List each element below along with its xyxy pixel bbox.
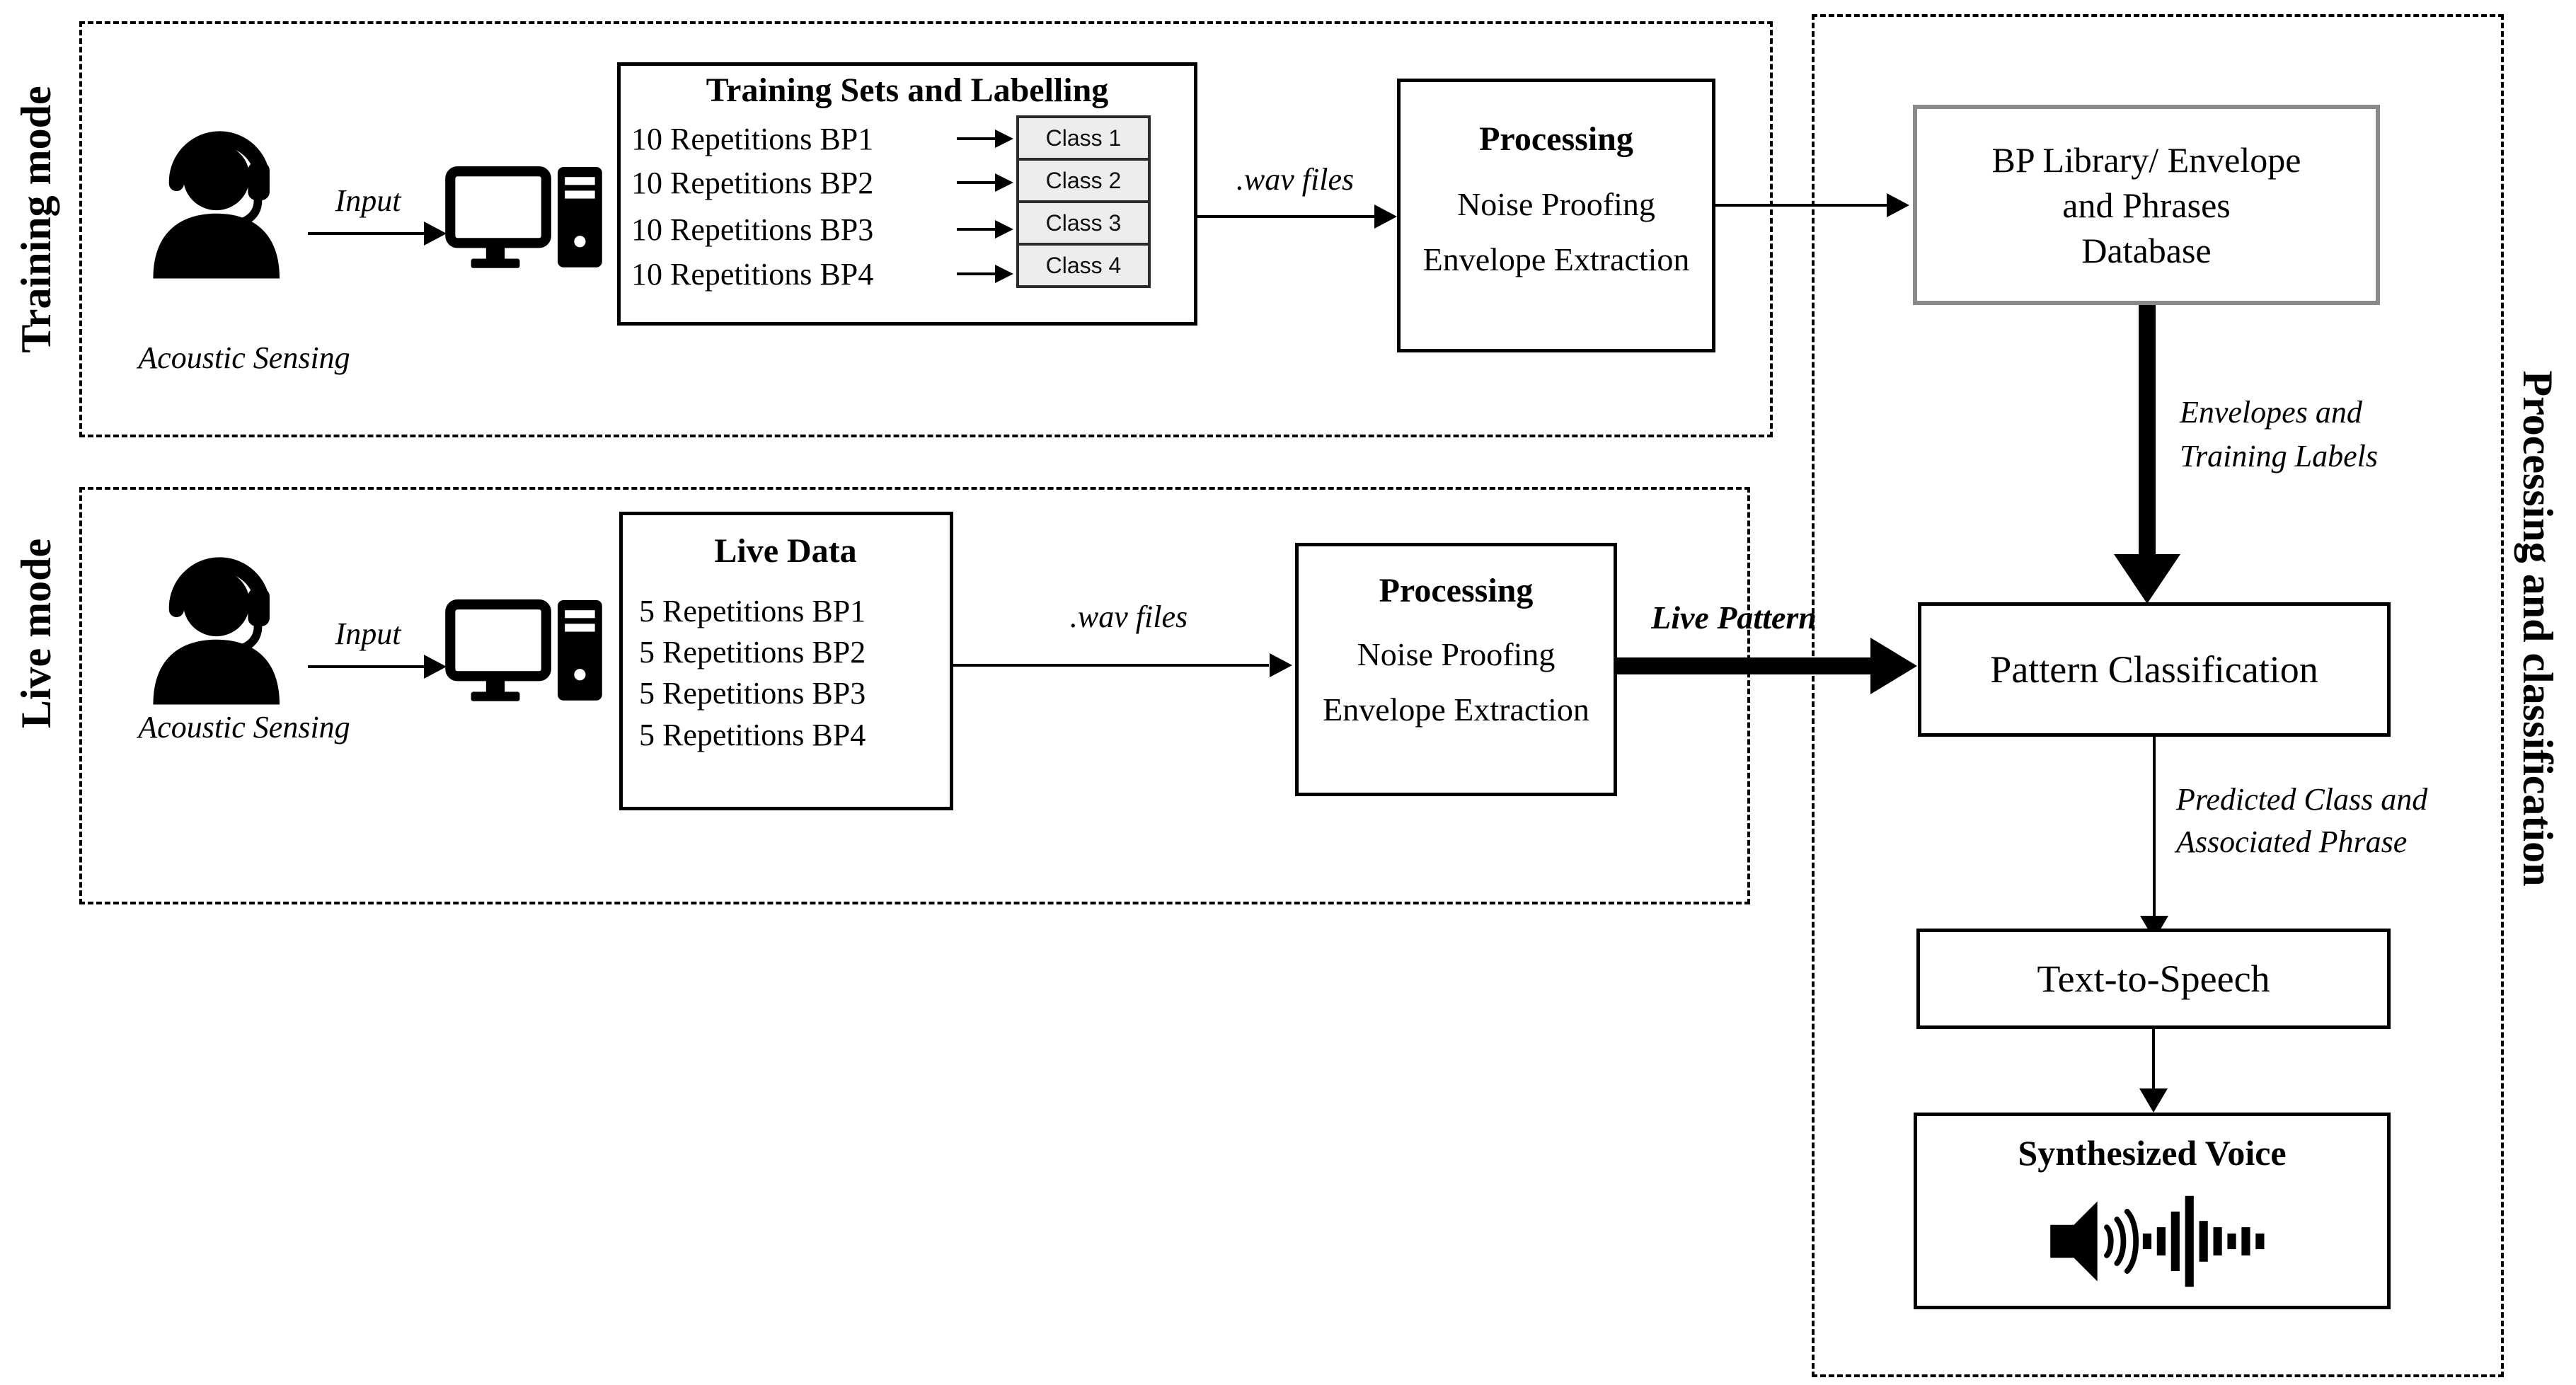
wav-files-label-live: .wav files [1069,599,1188,634]
live-row-2: 5 Repetitions BP2 [639,634,866,669]
to-bp-library-line [1715,204,1887,207]
live-data-box [619,512,953,810]
training-row-2: 10 Repetitions BP2 [631,165,874,200]
person-headset-icon-live [142,541,308,711]
processing-title-live: Processing [1379,571,1534,609]
input-arrow-line [308,232,427,235]
class-stack: Class 1 Class 2 Class 3 Class 4 [1016,115,1151,288]
live-mode-region [79,487,1750,904]
live-data-title: Live Data [714,531,857,570]
envelopes-label-line2: Training Labels [2180,438,2378,473]
processing-classification-region [1812,14,2504,1377]
person-headset-icon [142,115,308,285]
training-row-1: 10 Repetitions BP1 [631,121,874,156]
class-arrow-line-4 [957,272,996,275]
input-arrow-line-live [308,665,427,668]
class-arrow-head-3 [995,220,1013,239]
class-3-cell: Class 3 [1016,200,1151,246]
bp-library-line1: BP Library/ Envelope [1991,139,2301,180]
class-1-cell: Class 1 [1016,115,1151,161]
class-arrow-head-2 [995,173,1013,192]
tts-arrow-head [2139,1088,2168,1113]
synthesized-voice-title: Synthesized Voice [2018,1133,2287,1173]
class-arrow-head-1 [995,130,1013,148]
processing-title-training: Processing [1479,120,1633,158]
live-row-1: 5 Repetitions BP1 [639,593,866,628]
class-arrow-line-2 [957,181,996,184]
predicted-label-line2: Associated Phrase [2176,824,2408,859]
bp-library-line2: and Phrases [2062,185,2231,225]
envelope-extraction-training: Envelope Extraction [1422,241,1690,277]
class-4-cell: Class 4 [1016,243,1151,288]
bp-library-line3: Database [2081,230,2212,270]
text-to-speech-box: Text-to-Speech [1916,929,2391,1029]
envelopes-arrow-shaft [2139,305,2156,554]
training-mode-label: Training mode [13,86,59,353]
wav-files-label-training: .wav files [1236,161,1355,197]
wav-arrow-head-live [1270,653,1292,677]
acoustic-sensing-label-live: Acoustic Sensing [138,709,350,745]
desktop-computer-icon [444,164,606,286]
pattern-classification-box: Pattern Classification [1918,602,2391,737]
envelopes-arrow-head [2114,554,2180,604]
class-arrow-line-1 [957,137,996,140]
training-sets-title: Training Sets and Labelling [706,71,1109,109]
processing-box-live [1295,543,1617,796]
noise-proofing-training: Noise Proofing [1457,185,1655,222]
training-row-3: 10 Repetitions BP3 [631,212,874,247]
live-pattern-arrow-head [1870,638,1917,694]
input-arrow-head-live [424,655,447,679]
predicted-label-line1: Predicted Class and [2176,781,2428,817]
acoustic-sensing-label: Acoustic Sensing [138,340,350,375]
tts-arrow-line [2152,1029,2155,1090]
live-mode-label: Live mode [13,538,59,729]
desktop-computer-icon-live [444,597,606,719]
speaker-waveform-icon [2049,1190,2268,1292]
envelope-extraction-live: Envelope Extraction [1323,691,1589,728]
wav-arrow-line-training [1197,215,1374,218]
input-label-live: Input [335,616,401,651]
envelopes-label-line1: Envelopes and [2180,394,2362,430]
to-bp-library-head [1887,193,1909,217]
class-arrow-head-4 [995,265,1013,283]
processing-box-training [1397,79,1715,352]
live-row-4: 5 Repetitions BP4 [639,717,866,752]
training-mode-region [79,21,1773,437]
live-pattern-arrow-shaft [1617,657,1872,674]
predicted-arrow-line [2153,737,2156,918]
live-pattern-label: Live Pattern [1651,599,1817,636]
synthesized-voice-box [1914,1113,2391,1309]
processing-classification-label: Processing and classification [2514,370,2561,887]
live-row-3: 5 Repetitions BP3 [639,675,866,711]
noise-proofing-live: Noise Proofing [1357,636,1556,672]
training-row-4: 10 Repetitions BP4 [631,256,874,292]
input-arrow-head [424,222,447,246]
bp-library-box: BP Library/ Envelope and Phrases Databas… [1913,105,2380,305]
class-arrow-line-3 [957,228,996,231]
wav-arrow-line-live [953,664,1269,667]
input-label: Input [335,183,401,218]
class-2-cell: Class 2 [1016,158,1151,203]
wav-arrow-head-training [1374,205,1397,229]
